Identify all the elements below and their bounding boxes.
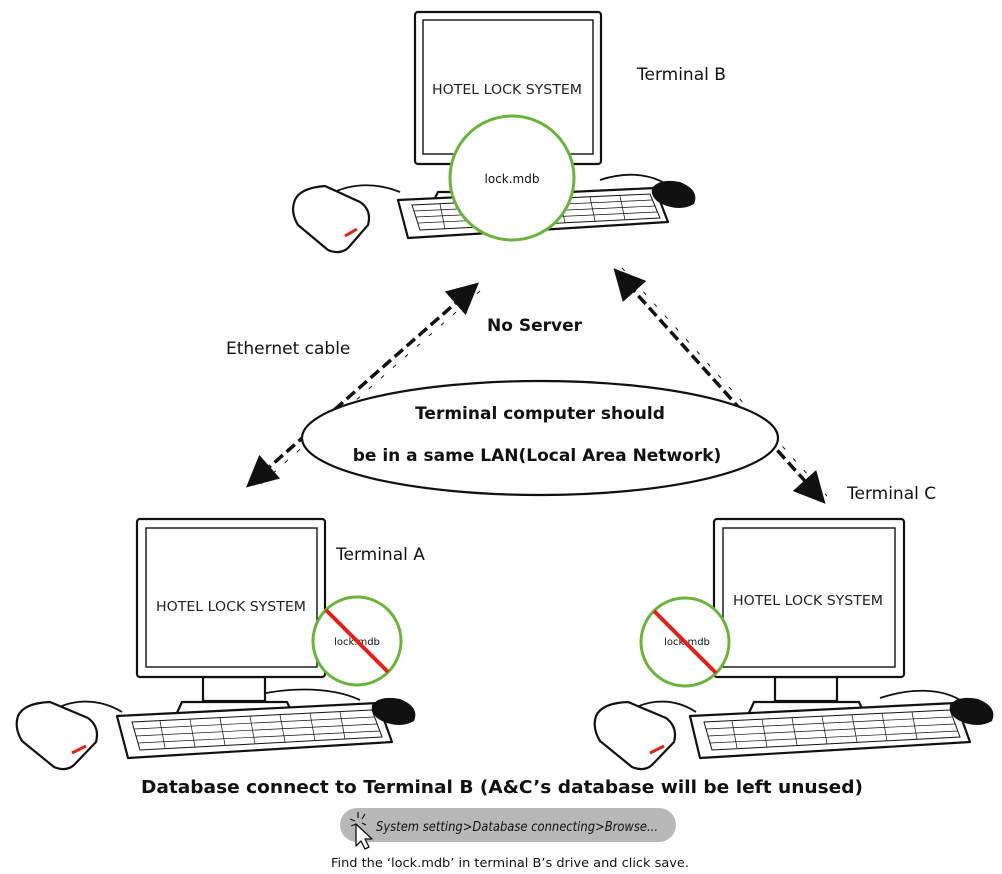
- menu-path-pill[interactable]: System setting>Database connecting>Brows…: [340, 808, 676, 850]
- db-file-label: lock.mdb: [485, 172, 540, 186]
- terminal-c-label: Terminal C: [846, 484, 936, 504]
- footer-heading: Database connect to Terminal B (A&C’s da…: [141, 777, 863, 798]
- monitor: HOTEL LOCK SYSTEM: [712, 517, 906, 679]
- cursor-click-icon: [349, 812, 373, 850]
- mouse: [371, 697, 416, 725]
- mouse-cable: [879, 689, 961, 701]
- database-circle-a: lock.mdb: [311, 595, 403, 687]
- card-reader: [291, 184, 371, 254]
- disabled-strike: [324, 608, 390, 674]
- database-circle-c: lock.mdb: [639, 596, 731, 688]
- terminal-b-label: Terminal B: [636, 65, 726, 85]
- keyboard: [115, 701, 394, 760]
- mouse: [949, 697, 994, 725]
- ethernet-cable-label: Ethernet cable: [226, 339, 350, 359]
- terminal-a: HOTEL LOCK SYSTEM lo: [15, 517, 425, 771]
- screen-title: HOTEL LOCK SYSTEM: [432, 83, 582, 98]
- database-circle-b: lock.mdb: [448, 114, 576, 242]
- keyboard: [688, 701, 972, 760]
- mouse: [651, 180, 696, 208]
- menu-path-text: System setting>Database connecting>Brows…: [376, 820, 658, 835]
- footer-instruction: Find the ‘lock.mdb’ in terminal B’s driv…: [331, 856, 689, 870]
- no-server-label: No Server: [487, 316, 583, 336]
- screen-title: HOTEL LOCK SYSTEM: [156, 600, 306, 615]
- monitor: HOTEL LOCK SYSTEM: [135, 517, 327, 679]
- terminal-a-label: Terminal A: [335, 545, 425, 565]
- card-reader: [15, 700, 99, 771]
- disabled-strike: [652, 609, 718, 675]
- terminal-b: HOTEL LOCK SYSTEM: [291, 10, 726, 254]
- ethernet-link-right: [613, 267, 828, 504]
- ethernet-link-left: [246, 282, 481, 490]
- lan-line-1: Terminal computer should: [415, 404, 665, 424]
- lan-ellipse: Terminal computer should be in a same LA…: [300, 379, 780, 497]
- terminal-c: HOTEL LOCK SYSTEM lo: [593, 484, 994, 771]
- screen-title: HOTEL LOCK SYSTEM: [733, 594, 883, 609]
- card-reader: [593, 700, 677, 771]
- lan-line-2: be in a same LAN(Local Area Network): [353, 446, 722, 466]
